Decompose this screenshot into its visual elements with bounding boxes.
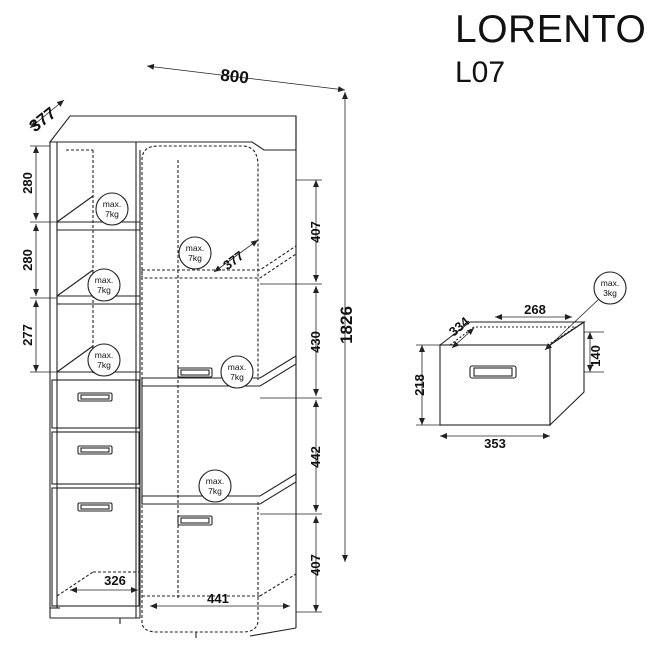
svg-text:max.: max. bbox=[228, 362, 246, 372]
svg-text:7kg: 7kg bbox=[208, 486, 222, 496]
svg-text:7kg: 7kg bbox=[97, 285, 111, 295]
drawer-3 bbox=[51, 487, 140, 607]
svg-text:max.: max. bbox=[206, 476, 224, 486]
drawer-load-badge: max. 3kg bbox=[593, 271, 627, 305]
dim-inner-width-right: 441 bbox=[207, 591, 229, 606]
load-badge-5: max. 7kg bbox=[220, 355, 254, 389]
model-name: LORENTO bbox=[455, 8, 647, 51]
svg-text:7kg: 7kg bbox=[97, 360, 111, 370]
model-code: L07 bbox=[455, 56, 506, 89]
dim-shelf-right-3: 442 bbox=[308, 446, 323, 468]
dim-drawer-inner-width: 268 bbox=[524, 302, 546, 317]
load-badge-6: max. 7kg bbox=[198, 469, 232, 503]
drawer-2 bbox=[51, 431, 140, 485]
dim-drawer-inner-depth: 334 bbox=[446, 313, 473, 339]
door-lower bbox=[141, 500, 259, 633]
dim-shelf-left-2: 280 bbox=[20, 249, 35, 271]
dim-shelf-right-1: 407 bbox=[308, 221, 323, 243]
dim-shelf-right-2: 430 bbox=[308, 331, 323, 353]
svg-text:7kg: 7kg bbox=[105, 209, 119, 219]
dim-shelf-left-3: 277 bbox=[20, 324, 35, 346]
door-upper bbox=[141, 145, 259, 380]
dim-height: 1826 bbox=[337, 306, 356, 344]
dim-inner-width-left: 326 bbox=[104, 573, 126, 588]
load-badge-3: max. 7kg bbox=[87, 343, 121, 377]
load-badge-2: max. 7kg bbox=[87, 268, 121, 302]
load-badge-4: max. 7kg bbox=[178, 236, 212, 270]
svg-text:7kg: 7kg bbox=[230, 372, 244, 382]
dim-shelf-right-4: 407 bbox=[308, 554, 323, 576]
dim-width: 800 bbox=[219, 66, 249, 88]
svg-text:max.: max. bbox=[95, 350, 113, 360]
cabinet-top bbox=[48, 115, 297, 151]
dim-drawer-front-height: 218 bbox=[412, 374, 427, 396]
load-badge-1: max. 7kg bbox=[95, 192, 129, 226]
drawer-1 bbox=[51, 379, 140, 429]
svg-text:max.: max. bbox=[186, 243, 204, 253]
svg-text:max.: max. bbox=[95, 275, 113, 285]
drawer-detail-drawing bbox=[438, 320, 586, 427]
svg-text:max.: max. bbox=[103, 199, 121, 209]
svg-text:max.: max. bbox=[601, 278, 619, 288]
svg-text:3kg: 3kg bbox=[603, 288, 617, 298]
wardrobe-drawing bbox=[48, 115, 297, 638]
dim-drawer-inner-height: 140 bbox=[588, 345, 603, 367]
svg-text:7kg: 7kg bbox=[188, 253, 202, 263]
dim-drawer-front-width: 353 bbox=[484, 436, 506, 451]
dim-shelf-left-1: 280 bbox=[20, 172, 35, 194]
